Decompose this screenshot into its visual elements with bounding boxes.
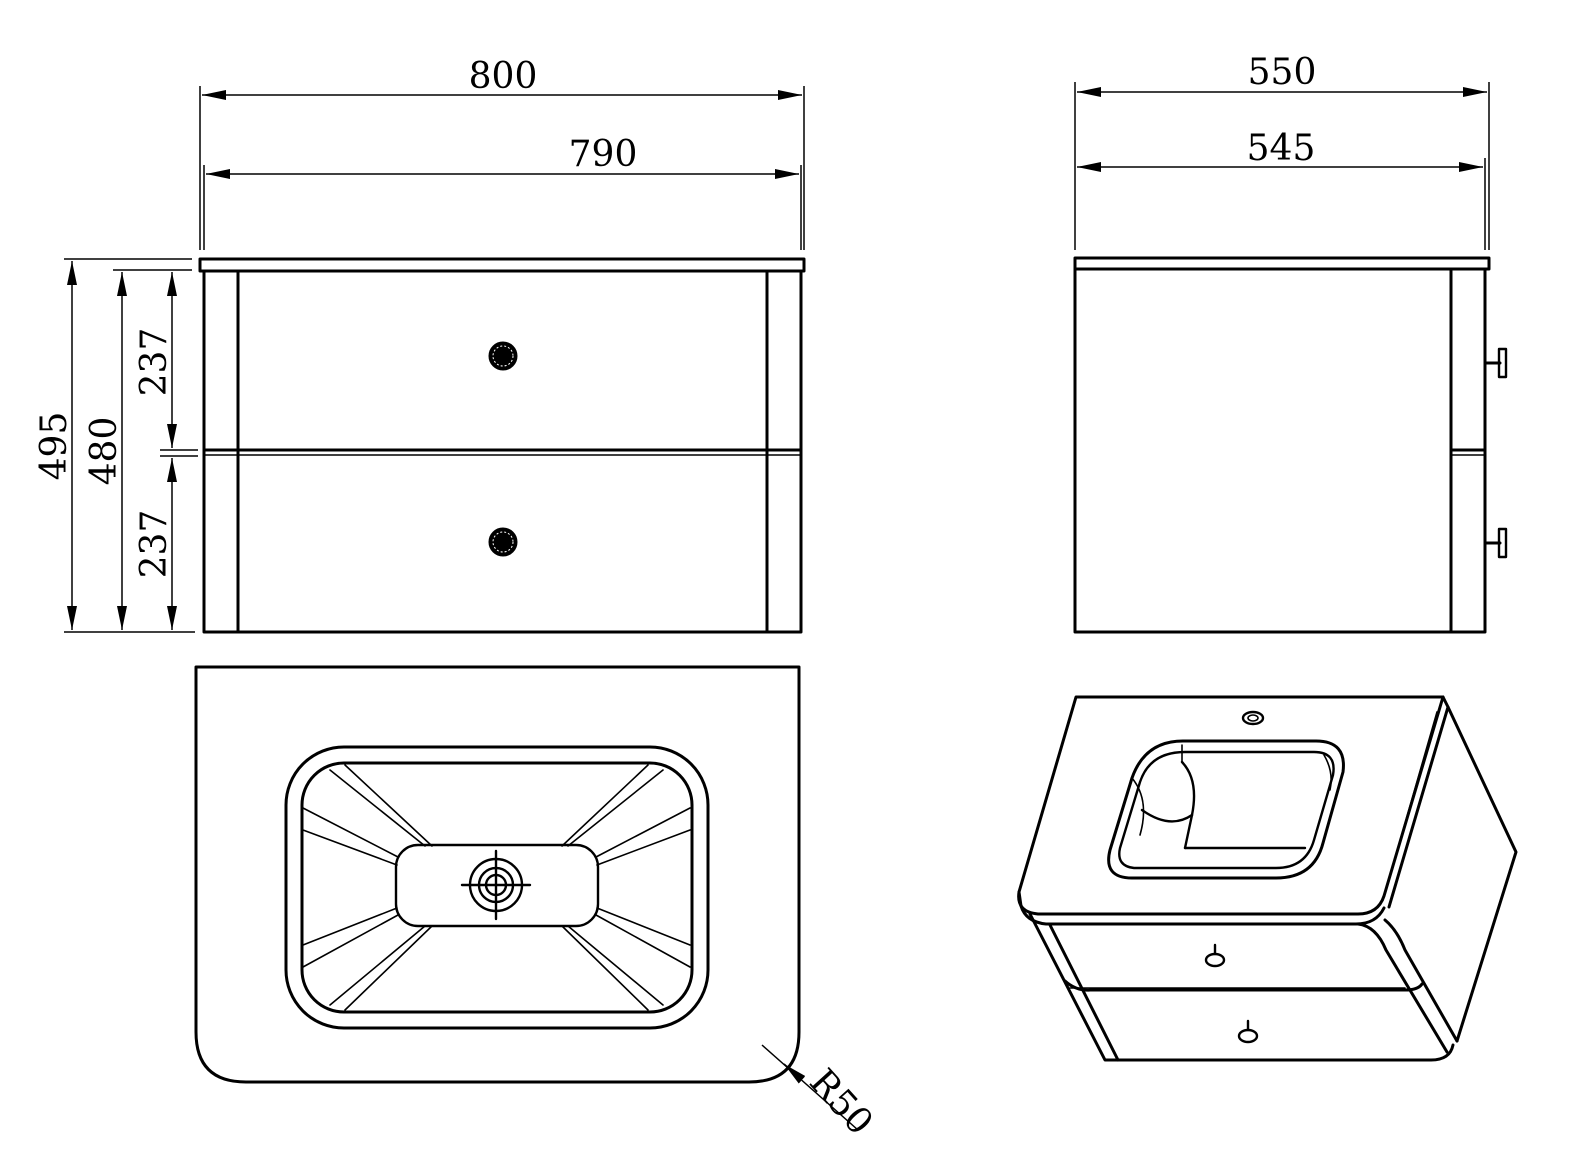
basin-outer-rim — [284, 745, 710, 1030]
bottom-drawer-knob — [488, 527, 518, 557]
iso-basin-outer — [1107, 739, 1345, 880]
top-drawer-knob — [488, 341, 518, 371]
side-view — [1073, 256, 1508, 634]
iso-cabinet-front — [1028, 912, 1455, 1062]
overall-width-label: 800 — [469, 56, 538, 97]
top-countertop-outline — [194, 665, 801, 1084]
iso-bottom-knob — [1237, 1019, 1259, 1044]
basin-bottom — [394, 843, 600, 928]
isometric-view — [1017, 695, 1518, 1062]
dim-side-depth: 550 — [1074, 52, 1490, 250]
iso-top-knob — [1204, 943, 1226, 968]
iso-countertop-top — [1017, 695, 1445, 916]
dim-cabinet-width: 790 — [203, 134, 802, 250]
corner-radius-label: R50 — [801, 1062, 880, 1144]
dim-bottom-drawer: 237 — [134, 458, 177, 630]
side-cabinet-body — [1073, 267, 1487, 634]
cabinet-width-label: 790 — [569, 134, 638, 175]
basin-inner-rim — [300, 761, 694, 1014]
iso-basin-inner — [1118, 750, 1335, 870]
front-view — [198, 257, 806, 634]
side-bottom-handle — [1483, 527, 1508, 559]
side-top-handle — [1483, 347, 1508, 379]
bottom-drawer-height-label: 237 — [134, 510, 175, 579]
dim-side-body-depth: 545 — [1077, 128, 1486, 250]
dim-cabinet-height: 480 — [84, 269, 192, 630]
iso-cabinet-side — [1446, 705, 1518, 1043]
top-drawer-height-label: 237 — [134, 328, 175, 397]
drain-icon — [460, 849, 532, 921]
iso-tap-hole — [1241, 710, 1265, 726]
top-view: R50 — [194, 665, 881, 1144]
dim-overall-width: 800 — [199, 56, 805, 250]
dim-top-drawer: 237 — [134, 272, 198, 457]
dim-overall-height: 495 — [34, 258, 195, 633]
overall-height-label: 495 — [34, 412, 75, 481]
cabinet-height-label: 480 — [84, 417, 125, 486]
side-body-depth-label: 545 — [1247, 128, 1316, 169]
side-countertop — [1073, 256, 1491, 271]
front-countertop — [198, 257, 806, 273]
dim-corner-radius: R50 — [761, 1044, 881, 1144]
side-depth-label: 550 — [1248, 52, 1317, 93]
